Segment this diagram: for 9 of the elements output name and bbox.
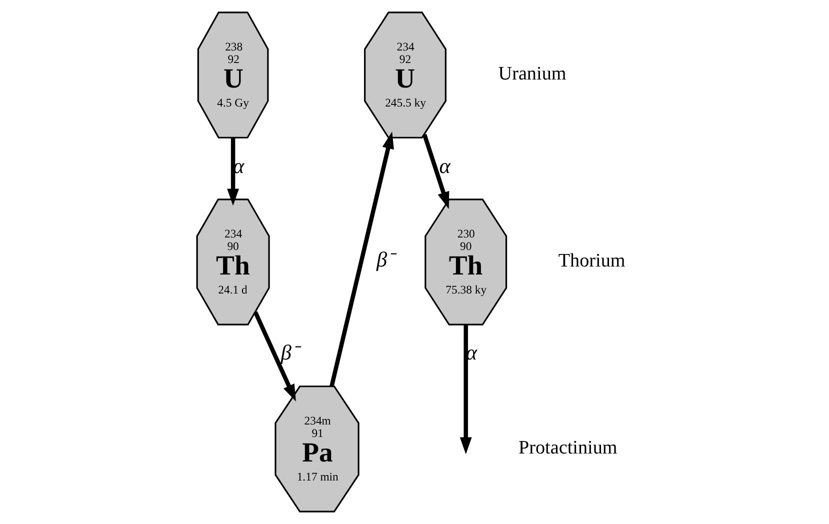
label: Thorium [558,250,625,272]
arrow [329,132,394,387]
edge-label: α [438,154,450,178]
label: Protactinium [518,438,617,459]
arrow [252,311,296,402]
arrow [459,324,472,454]
arrow [226,138,239,206]
arrow [422,134,449,209]
label: Uranium [498,64,566,85]
